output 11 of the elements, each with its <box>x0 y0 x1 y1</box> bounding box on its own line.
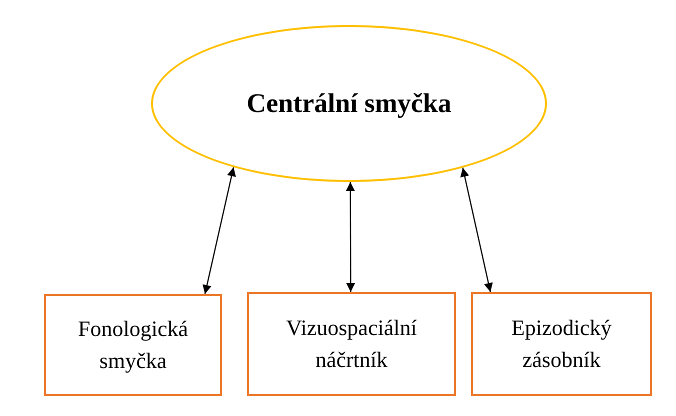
component-box <box>44 294 222 396</box>
node-label: Fonologická smyčka <box>77 315 189 375</box>
ellipse-node <box>151 25 547 182</box>
node-label: Vizuospaciální náčrtník <box>285 314 418 374</box>
double-arrow <box>460 168 493 292</box>
node-label: Epizodický zásobník <box>510 314 613 374</box>
node-title: Centrální smyčka <box>246 88 452 119</box>
double-arrow <box>202 167 236 294</box>
component-box <box>471 292 652 396</box>
component-box <box>247 292 456 396</box>
double-arrow <box>346 182 356 292</box>
